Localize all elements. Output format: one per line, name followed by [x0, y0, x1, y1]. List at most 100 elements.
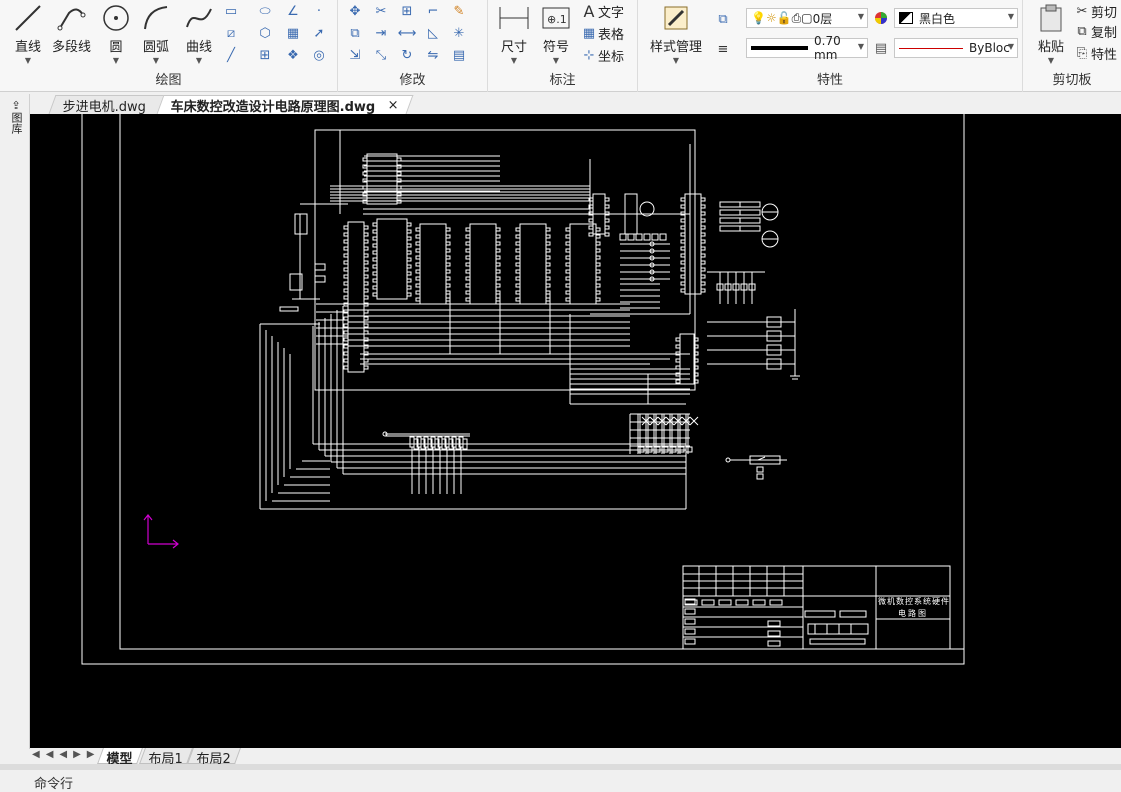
xline-icon[interactable]: ╱ — [227, 47, 235, 63]
move-icon[interactable]: ✥ — [349, 3, 361, 19]
ic-pin — [680, 288, 686, 293]
polyline-button[interactable]: 多段线 — [52, 2, 91, 55]
group-icon[interactable]: ❖ — [287, 47, 299, 63]
copy-object-icon[interactable]: ⧉ — [350, 25, 360, 41]
hatch-icon[interactable]: ⧄ — [226, 25, 236, 41]
rotate-icon[interactable]: ↻ — [401, 47, 413, 63]
erase-icon[interactable]: ✎ — [453, 3, 465, 19]
ic-pin — [680, 246, 686, 251]
ic-pin — [415, 248, 421, 253]
color-swatch-icon: ▢ — [801, 11, 813, 25]
tab-model[interactable]: 模型 — [97, 748, 143, 767]
cut-label[interactable]: 剪切 — [1091, 6, 1118, 21]
ic-pin — [595, 227, 601, 232]
tab-layout1[interactable]: 布局1 — [139, 748, 194, 767]
table-label[interactable]: 表格 — [598, 28, 625, 43]
block-icon[interactable]: ▦ — [286, 25, 300, 41]
explode-icon[interactable]: ✳ — [453, 25, 465, 41]
dimension-button[interactable]: 尺寸 ▼ — [498, 2, 530, 65]
angle-icon[interactable]: ∠ — [287, 3, 299, 19]
circle-button[interactable]: 圆 ▼ — [100, 2, 132, 65]
drawing-rect — [279, 306, 299, 312]
lineweight-select[interactable]: 0.70 mm ▼ — [746, 34, 868, 62]
ic-pin — [363, 274, 369, 279]
ic-pin — [343, 295, 349, 300]
gallery-icon: ⇪ — [11, 99, 21, 112]
curve-button[interactable]: 曲线 ▼ — [183, 2, 215, 65]
ic-pin — [595, 276, 601, 281]
tab-lathe-circuit[interactable]: 车床数控改造设计电路原理图.dwg × — [156, 95, 414, 115]
ic-pin — [693, 351, 699, 356]
ic-pin — [700, 211, 706, 216]
arrow-icon[interactable]: ➚ — [313, 25, 325, 41]
layer-select[interactable]: 💡 ☼ 🔓 ⎙ ▢ 0层 ▼ — [746, 8, 868, 28]
ic-pin — [415, 262, 421, 267]
chevron-down-icon: ▼ — [195, 56, 203, 65]
ic-pin — [545, 297, 551, 302]
drawing-rect — [441, 438, 447, 450]
copy-icon[interactable]: ⧉ — [1077, 23, 1087, 39]
coordinate-icon[interactable]: ⊹ — [583, 47, 595, 63]
gallery-palette-button[interactable]: ⇪ 图库 — [8, 100, 24, 137]
rectangle-icon[interactable]: ▭ — [224, 3, 238, 19]
ic-pin — [680, 218, 686, 223]
ellipse-icon[interactable]: ⬭ — [259, 3, 271, 19]
ic-pin — [363, 232, 369, 237]
match-properties-label[interactable]: 特性 — [1091, 48, 1118, 63]
ic-pin — [565, 276, 571, 281]
properties-icon[interactable]: ▤ — [452, 47, 466, 63]
ic-pin — [675, 344, 681, 349]
ic-pin — [700, 239, 706, 244]
color-select[interactable]: 黑白色 ▼ — [894, 8, 1018, 28]
ic-pin — [363, 239, 369, 244]
region-icon[interactable]: ⬡ — [259, 25, 271, 41]
command-line[interactable]: 命令行 — [34, 777, 74, 792]
table-icon[interactable]: ▦ — [582, 25, 596, 41]
arc-button[interactable]: 圆弧 ▼ — [140, 2, 172, 65]
chamfer-icon[interactable]: ◺ — [428, 25, 438, 41]
linetype-icon[interactable]: ▤ — [874, 40, 888, 56]
mirror-icon[interactable]: ⇋ — [427, 47, 439, 63]
inner-frame — [119, 114, 965, 650]
stretch-icon[interactable]: ⇲ — [349, 47, 361, 63]
ic-pin — [343, 260, 349, 265]
color-wheel-icon[interactable] — [872, 9, 890, 27]
scissors-icon[interactable]: ✂ — [1076, 3, 1088, 19]
text-label[interactable]: 文字 — [598, 6, 625, 21]
array-icon[interactable]: ⊞ — [401, 3, 413, 19]
linetype-select[interactable]: ByBloc ▼ — [894, 38, 1018, 58]
point-icon[interactable]: · — [316, 3, 322, 19]
symbol-button[interactable]: ⊕.1 符号 ▼ — [540, 2, 572, 65]
ic-pin — [415, 290, 421, 295]
tab-stepper-motor[interactable]: 步进电机.dwg — [48, 95, 166, 115]
list-icon[interactable]: ≡ — [717, 41, 729, 57]
boundary-icon[interactable]: ⊞ — [259, 47, 271, 63]
offset-icon[interactable]: ⟷ — [397, 25, 417, 41]
line-button[interactable]: 直线 ▼ — [12, 2, 44, 65]
junction — [649, 269, 655, 275]
fillet-icon[interactable]: ⌐ — [427, 3, 439, 19]
text-icon[interactable]: A — [583, 1, 595, 21]
copy-label[interactable]: 复制 — [1091, 26, 1118, 41]
layout-nav-arrows[interactable]: ◀◀◀▶▶ — [32, 749, 101, 760]
layer-state-icon[interactable]: ⧉ — [718, 11, 728, 27]
ic-pin — [693, 372, 699, 377]
drawing-canvas[interactable]: 微机数控系统硬件 电路图 — [30, 114, 1121, 748]
left-palette: ⇪ 图库 — [0, 94, 30, 749]
paste-button[interactable]: 粘贴 ▼ — [1035, 2, 1067, 65]
extend-icon[interactable]: ⇥ — [375, 25, 387, 41]
wipeout-icon[interactable]: ◎ — [313, 47, 325, 63]
scale-icon[interactable]: ⤡ — [375, 47, 387, 63]
ic-pin — [545, 262, 551, 267]
coordinate-label[interactable]: 坐标 — [598, 50, 625, 65]
ic-pin — [363, 323, 369, 328]
drawing-line — [689, 416, 699, 426]
trim-icon[interactable]: ✂ — [375, 3, 387, 19]
drawing-rect — [289, 273, 303, 291]
tab-layout2[interactable]: 布局2 — [187, 748, 242, 767]
match-properties-icon[interactable]: ⎘ — [1076, 45, 1088, 61]
close-icon[interactable]: × — [387, 97, 399, 113]
drawing-rect — [756, 473, 764, 480]
linetype-swatch — [899, 47, 963, 49]
style-manager-button[interactable]: 样式管理 ▼ — [650, 2, 702, 65]
